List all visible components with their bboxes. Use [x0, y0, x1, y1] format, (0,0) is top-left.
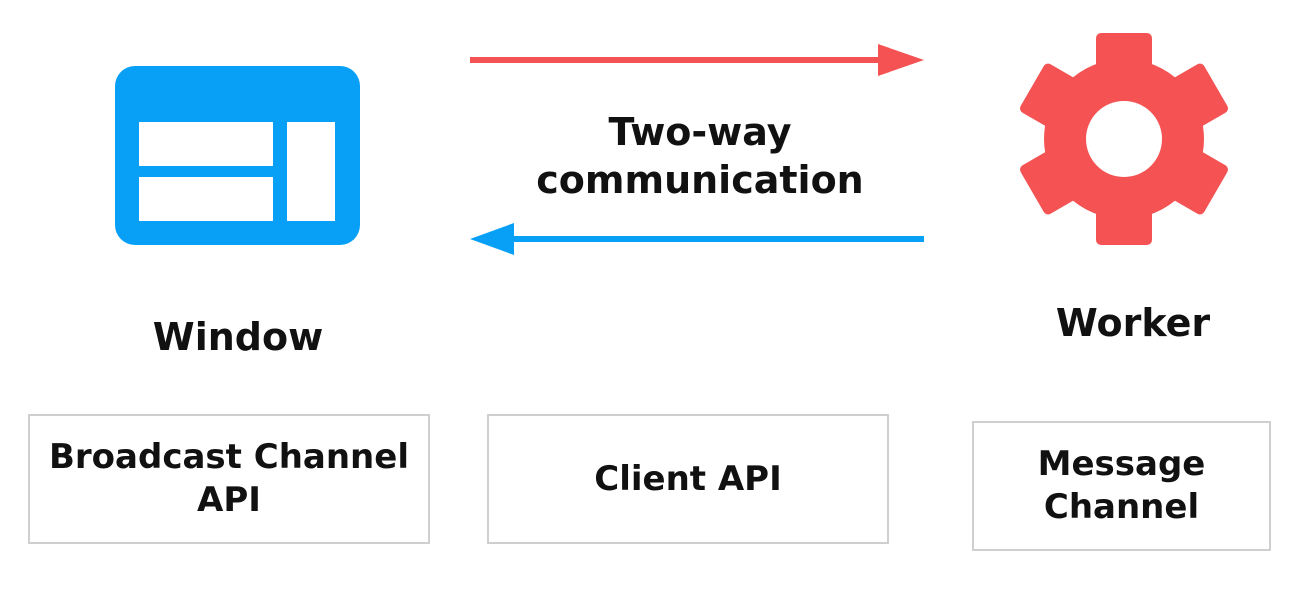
gear-icon	[1020, 33, 1228, 245]
broadcast-channel-api-box: Broadcast Channel API	[28, 414, 430, 544]
caption-line-2: communication	[536, 158, 864, 202]
api-box-line-1: Message	[1037, 444, 1206, 484]
api-box-line-2: Channel	[1043, 487, 1200, 527]
window-label: Window	[152, 315, 324, 359]
message-channel-box: Message Channel	[972, 421, 1271, 551]
arrow-left-icon	[470, 223, 924, 255]
client-api-box: Client API	[487, 414, 889, 544]
api-box-line-2: API	[197, 480, 261, 520]
api-box-line-1: Client API	[594, 458, 782, 499]
api-box-line-1: Broadcast Channel	[49, 437, 409, 477]
two-way-communication-caption: Two-way communication	[470, 108, 930, 204]
arrow-right-icon	[470, 44, 924, 76]
browser-window-icon	[115, 66, 360, 245]
worker-label: Worker	[1055, 301, 1211, 345]
caption-line-1: Two-way	[608, 110, 792, 154]
